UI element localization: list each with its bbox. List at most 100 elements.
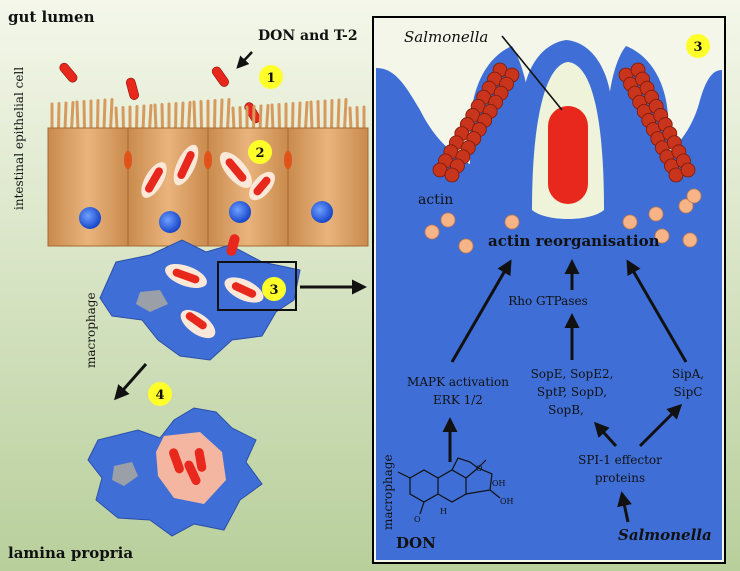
microvillus (330, 99, 334, 132)
zoom-box (217, 261, 297, 311)
microvillus (135, 105, 139, 132)
microvillus (252, 105, 256, 132)
mapk-label-1: MAPK activation (407, 375, 509, 389)
actin-bead (458, 238, 474, 254)
actin-filaments (432, 62, 696, 183)
epithelial-cell (287, 127, 369, 247)
microvillus (121, 106, 125, 132)
microvillus (82, 100, 86, 132)
don-t2-label: DON and T-2 (258, 28, 358, 44)
sip-label-1: SipA, (672, 367, 704, 381)
arrow-spi-to-sip (638, 403, 683, 448)
actin-bead (682, 232, 698, 248)
don-molecule-atoms: O OH O H OH (414, 464, 514, 524)
nucleus (159, 211, 181, 233)
bacterium (211, 66, 229, 87)
microvillus (192, 100, 197, 132)
gut-lumen-label: gut lumen (8, 8, 95, 26)
actin-bead (622, 214, 638, 230)
actin-bead (680, 162, 696, 178)
microvillus (231, 106, 236, 132)
pathway-arrows (442, 259, 688, 523)
nucleus (229, 201, 251, 223)
microvillus (297, 101, 302, 132)
bacterium (126, 77, 139, 100)
intestinal-cell-label: intestinal epithelial cell (12, 67, 26, 210)
microvillus (102, 98, 107, 132)
microvillus (226, 98, 231, 132)
macrophage-cell (99, 239, 301, 361)
bacterium (59, 62, 78, 83)
phagocytosed-bacteria (165, 263, 264, 339)
microvillus (258, 104, 263, 132)
microvillus (277, 103, 281, 132)
microvillus (63, 101, 68, 132)
microvillus (75, 100, 80, 132)
don-label: DON (396, 534, 436, 552)
actin-bead (654, 228, 670, 244)
salmonella-top-label: Salmonella (404, 28, 488, 46)
atom-o2: O (414, 515, 421, 524)
sop-label-1: SopE, SopE2, (531, 367, 614, 381)
right-projection (608, 46, 669, 197)
microvillus (141, 104, 146, 132)
actin-bead (440, 212, 456, 228)
actin-monomers (424, 188, 702, 254)
salmonella-bottom-label: Salmonella (618, 526, 712, 544)
macrophage-nucleus (136, 290, 168, 312)
macrophage-side-label: macrophage (381, 454, 395, 530)
microvilli (50, 98, 366, 132)
actin-bead (504, 214, 520, 230)
lamina-propria-label: lamina propria (8, 544, 133, 562)
macrophage-nucleus-2 (112, 462, 138, 486)
macrophage-left-label: macrophage (84, 292, 98, 368)
microvillus (291, 102, 295, 132)
rho-gtpases-label: Rho GTPases (508, 294, 588, 308)
microvillus (304, 101, 309, 132)
microvillus (309, 100, 314, 132)
microvillus (343, 98, 348, 132)
badge-1-text: 1 (266, 71, 275, 86)
tight-junction (124, 151, 132, 169)
microvillus (213, 99, 217, 132)
atom-o: O (476, 464, 483, 473)
microvillus (57, 102, 61, 132)
atom-oh2: OH (500, 497, 514, 506)
intracellular-bacteria (141, 144, 275, 201)
badge-3-left (262, 277, 286, 301)
microvillus (153, 103, 158, 132)
microvillus (96, 99, 100, 132)
actin-label: actin (418, 192, 453, 208)
spi-label-1: SPI-1 effector (578, 453, 662, 467)
actin-bead (678, 198, 694, 214)
microvillus (114, 106, 119, 132)
microvillus (187, 101, 192, 132)
microvillus (180, 101, 185, 132)
atom-h: H (440, 507, 447, 516)
migration-arrow (114, 363, 148, 401)
atom-oh: OH (492, 479, 506, 488)
microvillus (148, 104, 153, 132)
microvillus (238, 106, 242, 132)
microvillus (174, 102, 178, 132)
microvillus (348, 106, 353, 132)
arrow-mapk-to-actin (450, 259, 512, 363)
don-molecule-structure (397, 457, 501, 515)
actin-bead (424, 224, 440, 240)
mapk-label-2: ERK 1/2 (433, 393, 483, 407)
actin-reorganisation-label: actin reorganisation (488, 232, 660, 250)
actin-bead (648, 206, 664, 222)
arrow-salmonella-to-spi (617, 491, 632, 523)
microvillus (160, 103, 164, 132)
arrow-spi-to-sop (593, 421, 618, 448)
spi-label-2: proteins (595, 471, 645, 485)
nucleus (79, 207, 101, 229)
tight-junction (284, 151, 292, 169)
microvillus (265, 104, 270, 132)
sip-label-2: SipC (674, 385, 703, 399)
badge-3-left-text: 3 (269, 283, 278, 298)
sop-label-2: SptP, SopD, (537, 385, 607, 399)
salmonella-pointer (501, 35, 563, 111)
badge-4-text: 4 (155, 388, 164, 403)
